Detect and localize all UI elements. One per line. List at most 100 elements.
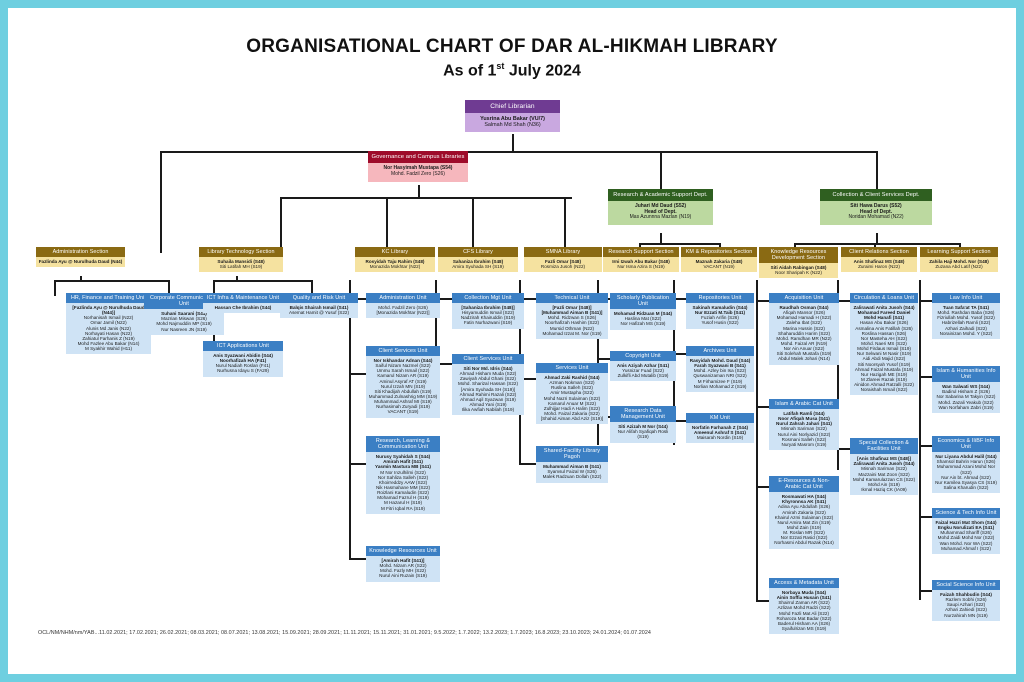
connector-research-down: [660, 233, 662, 243]
node-research-data-management-unit[interactable]: Research Data Management Unit Siti Aziza…: [610, 406, 676, 443]
connector-collection-dept-drop: [876, 151, 878, 189]
node-corporate-communications-unit[interactable]: Corporate Communications Unit Suhani Saa…: [144, 293, 224, 335]
node-access-metadata-unit[interactable]: Access & Metadata Unit Norbaya Muda (S44…: [769, 578, 839, 635]
person: Mas Azunnna Mazlan (N19): [629, 214, 692, 221]
node-research-academic-support-dept[interactable]: Research & Academic Support Dept. Juhari…: [608, 189, 713, 226]
node-people: Anis Shafinaz MS (S48) Zuraimi Haron (N2…: [841, 257, 917, 273]
person: Siti Latifah MH (S19): [219, 264, 263, 270]
node-special-collection-facilities-unit[interactable]: Special Collection & Facilities Unit [An…: [850, 438, 918, 496]
person: [Muhammad Aiman B (S41)]: [541, 310, 603, 316]
node-islam-humanities-info-unit[interactable]: Islam & Humanities Info Unit Wan Salwati…: [932, 366, 1000, 413]
node-title: Client Relations Section: [841, 247, 917, 258]
node-title: E-Resources & Non-Arabic Cat Unit: [769, 476, 839, 493]
node-eresources-non-arabic-cat-unit[interactable]: E-Resources & Non-Arabic Cat Unit Rosmaw…: [769, 476, 839, 549]
node-quality-risk-unit[interactable]: Quality and Risk Unit Balqis Shairah Ism…: [280, 293, 358, 319]
person: Hassan Che Ibrahim (S44): [214, 305, 272, 311]
node-km-repositories-section[interactable]: KM & Repositories Section Maznah Zakaria…: [681, 247, 757, 273]
person: M. Roslan MR (S22): [783, 530, 825, 536]
node-people: Mohamad Ridzuan M (S44) Haslina Mat (S22…: [610, 309, 676, 330]
node-kc-library[interactable]: KC Library Rosyidah Taju Rahim (S48) Mon…: [355, 247, 435, 273]
person: Mohd. Fadzil Zero (S26): [378, 305, 428, 311]
node-cfs-library[interactable]: CFS Library Sahaniza Ibrahim (S48) Amira…: [438, 247, 518, 273]
node-title: Repositories Unit: [686, 293, 754, 304]
node-circulation-loans-unit[interactable]: Circulation & Loans Unit Zalirawati Anit…: [850, 293, 918, 396]
person: Quswanizaman NRI (S22): [693, 373, 747, 379]
node-ict-applications-unit[interactable]: ICT Applications Unit Anis Syazwani Abid…: [203, 341, 283, 377]
node-repositories-unit[interactable]: Repositories Unit Sakinah Kamaludin (S44…: [686, 293, 754, 329]
connector-gov-left: [280, 197, 282, 253]
node-hr-finance-training-unit[interactable]: HR, Finance and Training Unit [Fazlinda …: [66, 293, 151, 355]
person: Rosmawati HA (S44): [781, 494, 827, 500]
person: Amir Mustapha (S22): [550, 390, 594, 396]
person: Khoirreddzy AAW (S22): [378, 479, 428, 485]
node-services-unit[interactable]: Services Unit Ahmad Zaki Rashid (S44) Az…: [536, 363, 608, 425]
node-knowledge-resources-development-section[interactable]: Knowledge Resources Development Section …: [759, 247, 838, 279]
node-title: Research Data Management Unit: [610, 406, 676, 423]
person: Ainin Soffia Husain (S41): [776, 595, 832, 601]
person: Muhammad Aiman B (S41): [543, 464, 601, 470]
node-economics-iiibf-info-unit[interactable]: Economics & IIiBF Info Unit Nur Liyana A…: [932, 436, 1000, 494]
node-title: Administration Unit: [366, 293, 440, 304]
node-scholarly-publication-unit[interactable]: Scholarly Publication Unit Mohamad Ridzu…: [610, 293, 676, 330]
node-islam-arabic-cat-unit[interactable]: Islam & Arabic Cat Unit Latifah Ramli (S…: [769, 399, 839, 451]
node-km-unit[interactable]: KM Unit Norfatin Farhanah Z (S44) Ameenu…: [686, 413, 754, 444]
node-administration-section[interactable]: Administration Section Fazlinda Ayu @ Nu…: [36, 247, 125, 268]
person: M Fitri Iqbal RA (S19): [381, 505, 425, 511]
node-research-learning-communication-unit[interactable]: Research, Learning & Communication Unit …: [366, 436, 440, 514]
node-knowledge-resources-unit[interactable]: Knowledge Resources Unit [Amirah Hafit (…: [366, 546, 440, 582]
person: Khyronnsa AK (S41): [781, 499, 827, 505]
node-ict-infra-maintenance-unit[interactable]: ICT Infra & Maintenance Unit Hassan Che …: [203, 293, 283, 314]
person: Kamarul Anuar M (S22): [548, 400, 596, 406]
person: Wan Mohd. Nor WA (S22): [939, 540, 993, 546]
node-governance-campus-libraries[interactable]: Governance and Campus Libraries Nor Hasy…: [368, 151, 468, 182]
person: Siti Nor Md. Idris (S44): [463, 366, 513, 372]
person: Nor Hasyimah Mustapa (S54): [383, 165, 453, 172]
person: Mazrian Miswan (S26): [161, 316, 207, 322]
person: Siti Azizah M Nor (S44): [618, 424, 668, 430]
connector-res-copyright: [597, 358, 610, 360]
person: Nur Selwani M Nasir (S19): [856, 351, 912, 357]
node-title: Collection Mgt Unit: [452, 293, 524, 304]
connector-libtech-bus: [213, 280, 311, 282]
node-learning-support-section[interactable]: Learning Support Section Zahila Haji Moh…: [920, 247, 998, 273]
person: Wan Salwati WS (S44): [942, 384, 990, 390]
node-copyright-unit[interactable]: Copyright Unit Anis Aziyah Azhar (S41) Y…: [610, 351, 676, 382]
person: Mohamad Fazrul H (S19): [377, 495, 429, 501]
node-archives-unit[interactable]: Archives Unit Rasyidah Mohd. Daud (S44) …: [686, 346, 754, 392]
node-law-info-unit[interactable]: Law Info Unit Tuan Safa'at TA (S41) Mohd…: [932, 293, 1000, 339]
node-title: Governance and Campus Libraries: [368, 151, 468, 164]
node-title: CFS Library: [438, 247, 518, 258]
connector-smna-drop: [564, 197, 566, 253]
node-library-technology-section[interactable]: Library Technology Section Suhaila Mansi…: [199, 247, 283, 273]
person: Nik Hasmahane MM (S22): [375, 484, 431, 490]
person: Kamarul Nizam AR (S19): [377, 373, 429, 379]
node-collection-mgt-unit[interactable]: Collection Mgt Unit [Sahaniza Ibrahim (S…: [452, 293, 524, 329]
node-client-services-unit-cfs[interactable]: Client Services Unit Siti Nor Md. Idris …: [452, 354, 524, 416]
node-title: Acquisition Unit: [769, 293, 839, 304]
node-chief-librarian[interactable]: Chief Librarian Yusrina Abu Bakar (VU/7)…: [465, 100, 560, 133]
node-people: Sahaniza Ibrahim (S48) Amira Syuhada SH …: [438, 257, 518, 273]
node-smna-library[interactable]: SMNA Library Fazli Omar (S48) Rosmiza Ju…: [524, 247, 602, 273]
node-social-science-info-unit[interactable]: Social Science Info Unit Faizah Shahbudi…: [932, 580, 1000, 621]
subtitle-pre: As of 1: [443, 62, 497, 80]
node-client-services-unit-kc[interactable]: Client Services Unit Nor Iskhandar Adnan…: [366, 346, 440, 418]
connector-clientrel-spine: [837, 280, 839, 470]
node-technical-unit[interactable]: Technical Unit [Fazli Omar (S48)] [Muham…: [536, 293, 608, 339]
node-administration-unit[interactable]: Administration Unit Mohd. Fadzil Zero (S…: [366, 293, 440, 319]
connector-km-repositories: [673, 298, 686, 300]
person: [Amira Syuhada SH (S19)]: [460, 386, 516, 392]
person: Haslina Mat (S22): [624, 316, 662, 322]
node-client-relations-section[interactable]: Client Relations Section Anis Shafinaz M…: [841, 247, 917, 273]
node-acquisition-unit[interactable]: Acquisition Unit Raudhah Osman (S44) Afi…: [769, 293, 839, 365]
node-science-tech-info-unit[interactable]: Science & Tech Info Unit Faizal Hazri Ma…: [932, 508, 1000, 554]
role: Head of Dept.: [859, 208, 893, 215]
person: Nor Ezzati Rasid (S22): [780, 535, 828, 541]
node-research-support-section[interactable]: Research Support Section Irni Izwah Abu …: [603, 247, 679, 273]
person: Syaifulrizan MS (S19): [781, 626, 827, 632]
person: Nurzahirah MN (S19): [944, 612, 988, 618]
person: Faizah Shahbudin (S44): [940, 592, 992, 598]
connector-smna-technical: [519, 298, 536, 300]
node-shared-facility-library-pagoh[interactable]: Shared-Facility Library Pagoh Muhammad A…: [536, 446, 608, 483]
node-collection-client-services-dept[interactable]: Collection & Client Services Dept. Siti …: [820, 189, 932, 226]
person: Norfatin Farhanah Z (S44): [691, 425, 749, 431]
